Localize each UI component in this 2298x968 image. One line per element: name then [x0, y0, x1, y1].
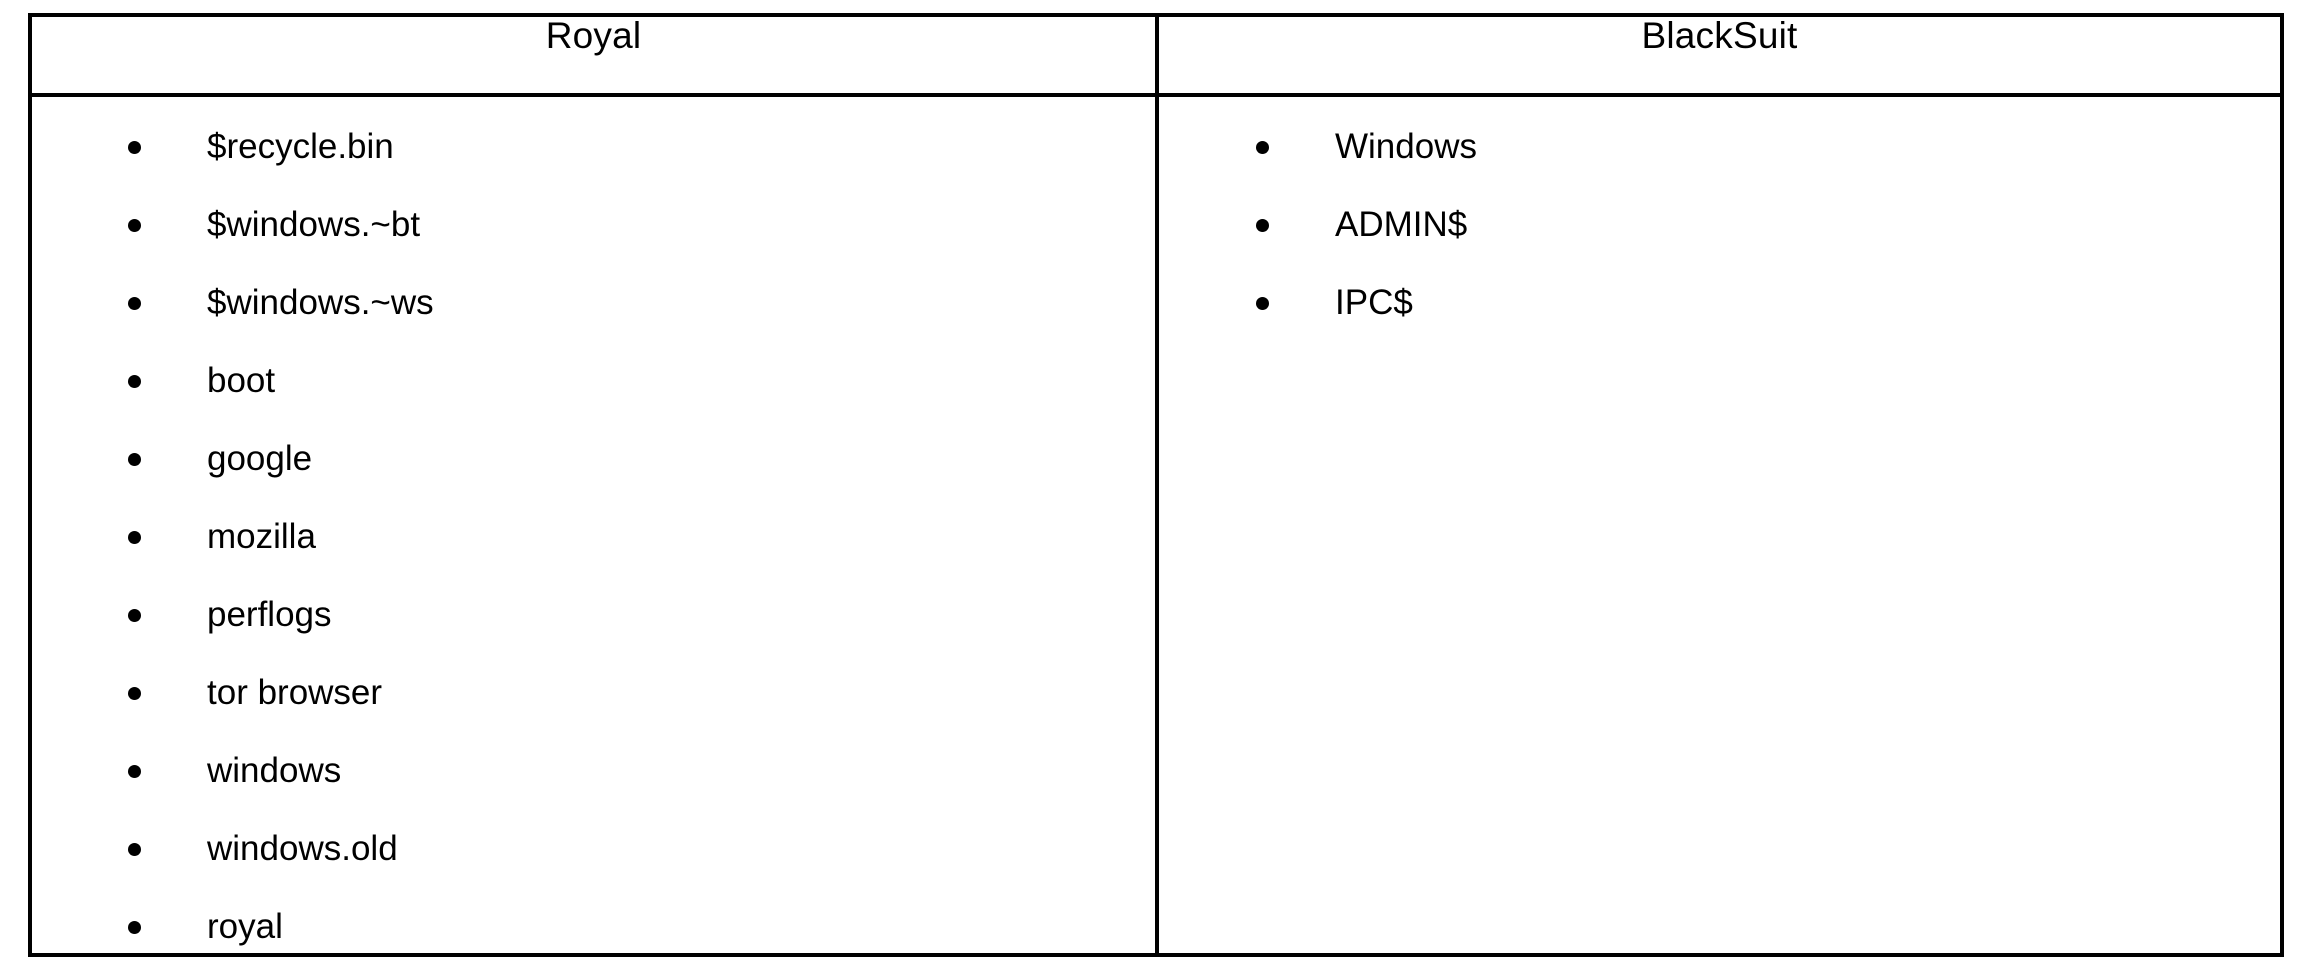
list-item: tor browser — [32, 667, 1155, 719]
list-item: ADMIN$ — [1159, 199, 2280, 251]
list-item-label: IPC$ — [1335, 283, 1413, 322]
bullet-dot-icon — [128, 765, 141, 778]
list-item-label: royal — [207, 907, 283, 946]
column-header-royal: Royal — [28, 13, 1159, 97]
list-item: $windows.~bt — [32, 199, 1155, 251]
list-item-label: windows — [207, 751, 342, 790]
list-item: google — [32, 433, 1155, 485]
bullet-dot-icon — [128, 921, 141, 934]
bullet-dot-icon — [128, 297, 141, 310]
list-item: perflogs — [32, 589, 1155, 641]
bullet-dot-icon — [128, 843, 141, 856]
list-item-label: mozilla — [207, 517, 316, 556]
table-body: $recycle.bin $windows.~bt $windows.~ws — [28, 93, 2284, 957]
bullet-dot-icon — [128, 609, 141, 622]
list-item: royal — [32, 901, 1155, 953]
bullet-dot-icon — [128, 453, 141, 466]
table-header: Royal BlackSuit — [28, 13, 2284, 97]
list-item-label: $windows.~ws — [207, 283, 434, 322]
bullet-dot-icon — [1256, 141, 1269, 154]
list-item-label: $windows.~bt — [207, 205, 421, 244]
list-item: $windows.~ws — [32, 277, 1155, 329]
header-row: Royal BlackSuit — [28, 13, 2284, 97]
table-row: $recycle.bin $windows.~bt $windows.~ws — [28, 93, 2284, 957]
list-item: windows — [32, 745, 1155, 797]
list-item-label: Windows — [1335, 127, 1477, 166]
list-item-label: $recycle.bin — [207, 127, 394, 166]
list-item-label: tor browser — [207, 673, 383, 712]
comparison-table: Royal BlackSuit $recycle.bin $windows.~b… — [28, 13, 2284, 957]
royal-list: $recycle.bin $windows.~bt $windows.~ws — [32, 97, 1155, 953]
blacksuit-list: Windows ADMIN$ IPC$ — [1159, 97, 2280, 329]
list-item-label: windows.old — [207, 829, 398, 868]
cell-blacksuit-items: Windows ADMIN$ IPC$ — [1155, 93, 2284, 957]
bullet-dot-icon — [1256, 297, 1269, 310]
cell-royal-items: $recycle.bin $windows.~bt $windows.~ws — [28, 93, 1159, 957]
bullet-dot-icon — [128, 219, 141, 232]
list-item: boot — [32, 355, 1155, 407]
column-header-blacksuit: BlackSuit — [1155, 13, 2284, 97]
list-item-label: google — [207, 439, 313, 478]
bullet-dot-icon — [128, 141, 141, 154]
list-item-label: ADMIN$ — [1335, 205, 1468, 244]
bullet-dot-icon — [128, 375, 141, 388]
list-item: mozilla — [32, 511, 1155, 563]
list-item: $recycle.bin — [32, 121, 1155, 173]
list-item: windows.old — [32, 823, 1155, 875]
bullet-dot-icon — [128, 531, 141, 544]
bullet-dot-icon — [1256, 219, 1269, 232]
bullet-dot-icon — [128, 687, 141, 700]
list-item: IPC$ — [1159, 277, 2280, 329]
list-item: Windows — [1159, 121, 2280, 173]
list-item-label: perflogs — [207, 595, 332, 634]
list-item-label: boot — [207, 361, 276, 400]
